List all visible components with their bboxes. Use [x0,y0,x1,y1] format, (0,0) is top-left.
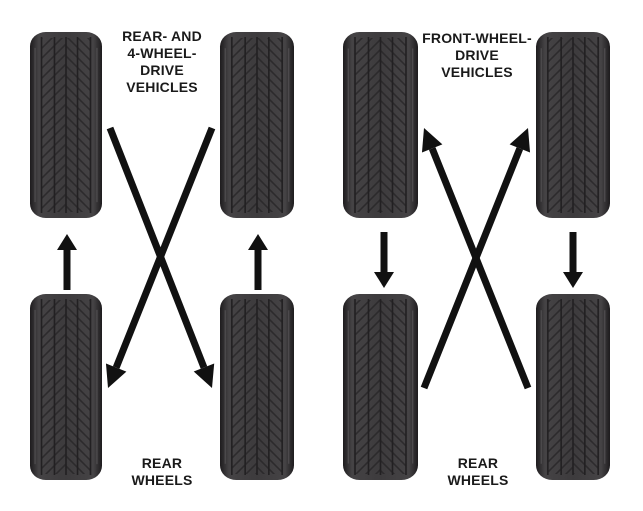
arrow-left-front-right-to-rear-left [105,126,216,388]
right-title-line-3: VEHICLES [441,64,513,80]
right-footer-line-1: REAR [457,455,499,471]
tire-right-front-right [536,32,610,218]
right-panel-title: FRONT-WHEEL- DRIVE VEHICLES [410,30,544,81]
left-title-line-3: DRIVE [140,62,184,78]
left-title-line-1: REAR- AND [122,28,202,44]
arrow-right-front-right-to-rear [563,232,583,288]
arrow-right-rear-right-to-front-left [421,128,532,390]
arrow-right-rear-left-to-front-right [420,128,531,390]
arrow-left-rear-right-to-front [248,234,268,290]
left-panel-footer: REAR WHEELS [112,455,212,489]
right-title-line-2: DRIVE [455,47,499,63]
tire-right-rear-left [343,294,418,480]
right-footer-line-2: WHEELS [447,472,509,488]
arrow-right-front-left-to-rear [374,232,394,288]
arrow-left-rear-left-to-front [57,234,77,290]
tire-left-front-left [30,32,102,218]
tire-left-rear-left [30,294,102,480]
right-panel-footer: REAR WHEELS [428,455,528,489]
left-title-line-4: VEHICLES [126,79,198,95]
tire-right-rear-right [536,294,610,480]
right-title-line-1: FRONT-WHEEL- [422,30,532,46]
left-title-line-2: 4-WHEEL- [127,45,197,61]
left-panel-title: REAR- AND 4-WHEEL- DRIVE VEHICLES [104,28,220,96]
tire-left-front-right [220,32,294,218]
left-footer-line-2: WHEELS [131,472,193,488]
tire-right-front-left [343,32,418,218]
tire-left-rear-right [220,294,294,480]
arrow-left-front-left-to-rear-right [106,126,215,388]
left-footer-line-1: REAR [141,455,183,471]
